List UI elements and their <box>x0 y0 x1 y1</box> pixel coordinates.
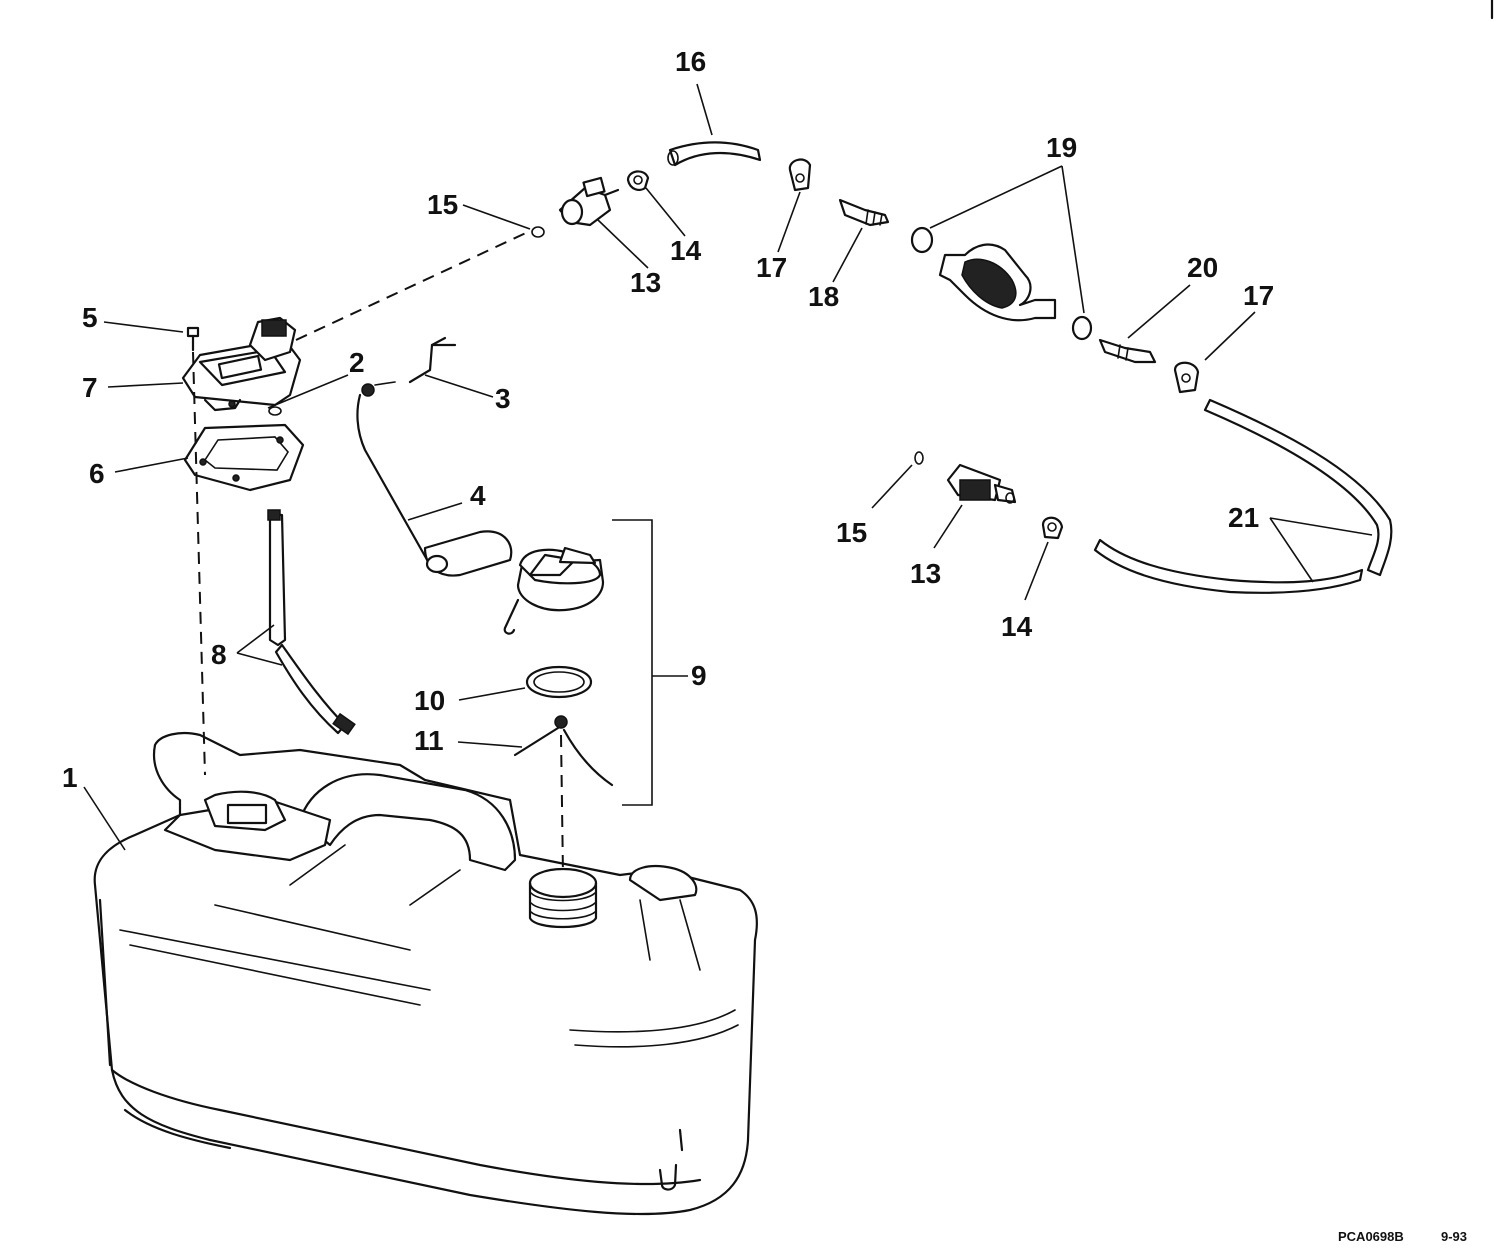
callout-8: 8 <box>211 639 227 670</box>
callout-labels: 1 2 3 4 5 6 7 8 9 10 11 13 13 14 14 15 1… <box>62 46 1274 793</box>
o-ring-small <box>268 406 282 416</box>
retaining-strap <box>513 715 614 787</box>
float-arm <box>356 381 513 577</box>
callout-17-upper: 17 <box>756 252 787 283</box>
callout-5: 5 <box>82 302 98 333</box>
callout-16: 16 <box>675 46 706 77</box>
fuel-tank <box>93 731 758 1216</box>
primer-bulb <box>910 226 1093 341</box>
assembly-line-connector <box>295 231 529 341</box>
callout-1: 1 <box>62 762 78 793</box>
clamp-17-upper <box>788 158 812 192</box>
clamp-14-upper <box>626 170 650 191</box>
clamp-14-lower <box>1041 516 1064 540</box>
o-ring-15-upper <box>531 226 545 238</box>
gasket <box>183 423 305 492</box>
vent-hose <box>267 509 356 736</box>
callout-11: 11 <box>414 725 444 756</box>
callout-2: 2 <box>349 347 365 378</box>
fuel-gauge-plate <box>181 316 302 412</box>
screw <box>186 326 200 352</box>
callout-13-lower: 13 <box>910 558 941 589</box>
retaining-clip <box>408 336 457 384</box>
assembly-line-plate <box>192 351 206 776</box>
callout-21: 21 <box>1228 502 1259 533</box>
diagram-date: 9-93 <box>1441 1229 1467 1244</box>
clamp-17-lower <box>1173 361 1200 394</box>
callout-4: 4 <box>470 480 486 511</box>
leader-lines <box>83 83 1373 851</box>
callout-10: 10 <box>414 685 445 716</box>
callout-14-upper: 14 <box>670 235 702 266</box>
callout-15-lower: 15 <box>836 517 867 548</box>
quick-connector-lower <box>946 463 1017 504</box>
filler-cap <box>503 546 605 635</box>
callout-14-lower: 14 <box>1001 611 1033 642</box>
bracket-9 <box>612 519 653 806</box>
callout-19: 19 <box>1046 132 1077 163</box>
callout-7: 7 <box>82 372 98 403</box>
callout-13-upper: 13 <box>630 267 661 298</box>
cap-gasket <box>525 665 593 699</box>
quick-connector-upper <box>558 176 620 227</box>
part-code: PCA0698B <box>1338 1229 1404 1244</box>
o-ring-15-lower <box>914 451 924 465</box>
callout-9: 9 <box>691 660 707 691</box>
callout-20: 20 <box>1187 252 1218 283</box>
hose-fitting-upper <box>838 198 890 227</box>
callout-6: 6 <box>89 458 105 489</box>
hose-fitting-lower <box>1098 338 1157 364</box>
assembly-line-cap <box>560 734 564 876</box>
callout-15-upper: 15 <box>427 189 458 220</box>
fuel-hose <box>1093 398 1393 594</box>
callout-17-lower: 17 <box>1243 280 1274 311</box>
callout-3: 3 <box>495 383 511 414</box>
callout-18: 18 <box>808 281 839 312</box>
hose-short <box>667 141 762 167</box>
